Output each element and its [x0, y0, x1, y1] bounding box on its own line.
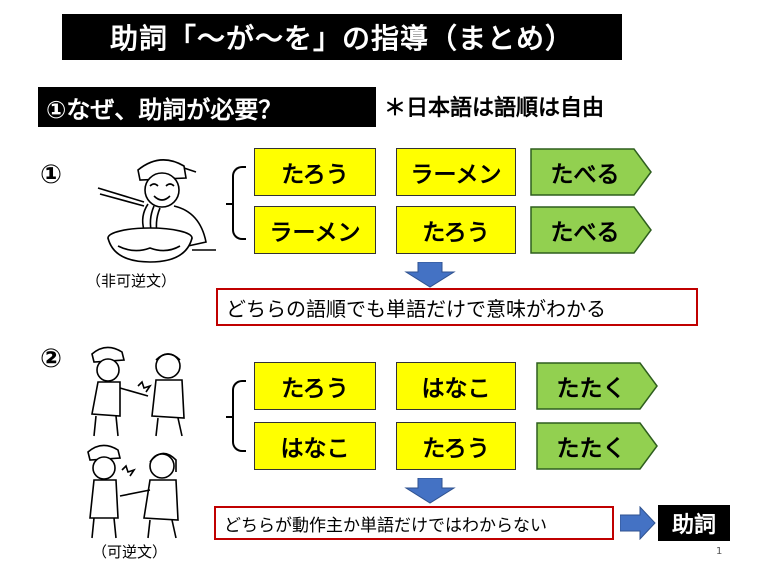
ex2-row1-word1: たろう	[254, 362, 376, 410]
ex1-conclusion: どちらの語順でも単語だけで意味がわかる	[216, 288, 698, 326]
word-order-note: ＊日本語は語順は自由	[384, 96, 605, 121]
example-2-caption: （可逆文）	[92, 543, 168, 561]
ex1-row2-word1: ラーメン	[254, 206, 376, 254]
boy-eating-ramen-illustration	[97, 159, 216, 263]
ex1-row2-verb: たべる	[530, 206, 652, 254]
ex1-row1-verb-label: たべる	[550, 162, 620, 188]
ex2-row2-verb: たたく	[536, 422, 658, 470]
ex1-down-arrow-icon	[404, 262, 456, 288]
children-hitting-illustration-2	[87, 444, 179, 539]
ex1-row1-verb: たべる	[530, 148, 652, 196]
ex1-row2-word2: たろう	[396, 206, 516, 254]
page-number: 1	[716, 546, 723, 557]
ex2-row2-word2: たろう	[396, 422, 516, 470]
children-hitting-illustration-1	[91, 346, 185, 437]
ex2-row1-verb-label: たたく	[556, 376, 626, 402]
example-2-number: ②	[40, 344, 63, 374]
slide-title: 助詞「～が～を」の指導（まとめ）	[62, 14, 622, 60]
example-1-number: ①	[40, 160, 63, 190]
ex2-down-arrow-icon	[404, 478, 456, 504]
ex2-row1-verb: たたく	[536, 362, 658, 410]
example-2-bracket	[226, 380, 246, 452]
ex2-row2-verb-label: たたく	[556, 436, 626, 462]
ex2-conclusion: どちらが動作主か単語だけではわからない	[214, 506, 614, 540]
ex1-row2-verb-label: たべる	[550, 220, 620, 246]
section-heading: ①なぜ、助詞が必要？	[38, 87, 376, 127]
ex1-row1-word2: ラーメン	[396, 148, 516, 196]
ex2-row2-word1: はなこ	[254, 422, 376, 470]
example-1-caption: （非可逆文）	[86, 272, 177, 290]
result-particle-box: 助詞	[658, 505, 730, 541]
ex2-row1-word2: はなこ	[396, 362, 516, 410]
ex1-row1-word1: たろう	[254, 148, 376, 196]
example-1-bracket	[226, 166, 246, 240]
right-arrow-icon	[620, 506, 656, 540]
